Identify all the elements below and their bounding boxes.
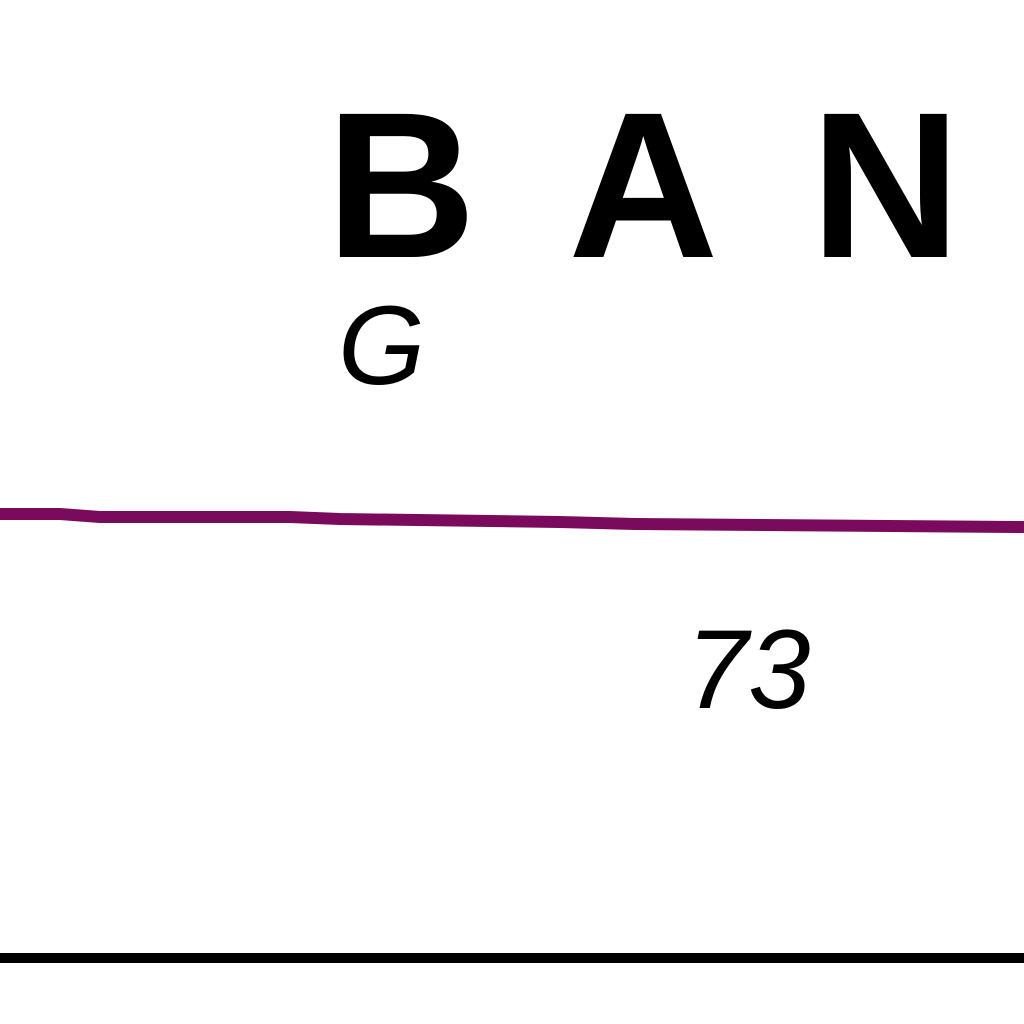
grid-reference-letter: G [338, 283, 426, 408]
place-name-label: BAN [326, 70, 1024, 302]
feature-number-label: 73 [686, 607, 811, 732]
route-line [0, 508, 1024, 533]
